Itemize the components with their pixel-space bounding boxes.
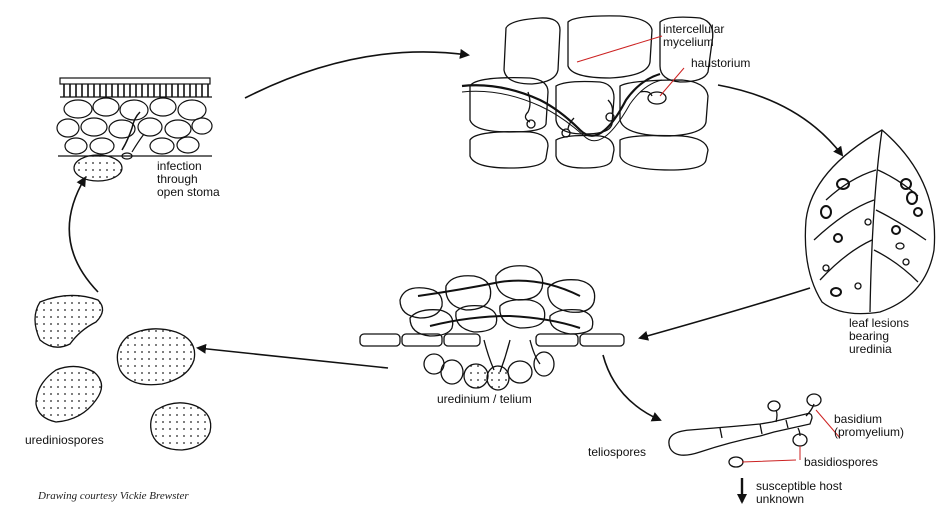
basidiospores-label: basidiospores [804, 455, 878, 469]
arrow-uredinium-to-spores [196, 343, 389, 369]
susceptible-host-label: susceptible host unknown [756, 479, 845, 506]
haustorium-leader-line [659, 67, 685, 97]
arrow-leaf-to-uredinium [638, 287, 811, 341]
leaf-lesions-label: leaf lesions bearing uredinia [849, 316, 912, 356]
haustorium-label: haustorium [691, 56, 750, 70]
urediniospore [150, 402, 212, 451]
urediniospore [116, 328, 196, 386]
arrow-mycelium-to-leaf [717, 84, 844, 157]
basidiospores-leader-lines [741, 446, 801, 463]
basidium-label: basidium (promyelium) [834, 412, 904, 439]
arrow-spores-to-infection [68, 176, 99, 293]
urediniospore [34, 294, 104, 348]
leaf-cross-section [56, 77, 213, 182]
teliospores-label: teliospores [588, 445, 646, 459]
leaf-illustration [804, 129, 936, 315]
infection-label: infection through open stoma [157, 159, 220, 199]
intercellular-label: intercellular mycelium [663, 22, 728, 49]
mycelium-cells-illustration [461, 15, 714, 171]
uredinium-illustration [359, 265, 625, 391]
basidium-illustration [668, 393, 822, 468]
urediniospore [35, 365, 103, 423]
intercellular-leader-line [576, 35, 663, 63]
arrow-uredinium-to-teliospores [602, 354, 662, 422]
uredinium-label: uredinium / telium [437, 392, 532, 406]
basidium-leader-line [815, 409, 841, 439]
arrow-infection-to-mycelium [244, 48, 470, 99]
urediniospores-illustration [34, 294, 212, 451]
urediniospores-label: urediniospores [25, 433, 104, 447]
drawing-credit: Drawing courtesy Vickie Brewster [38, 490, 189, 502]
